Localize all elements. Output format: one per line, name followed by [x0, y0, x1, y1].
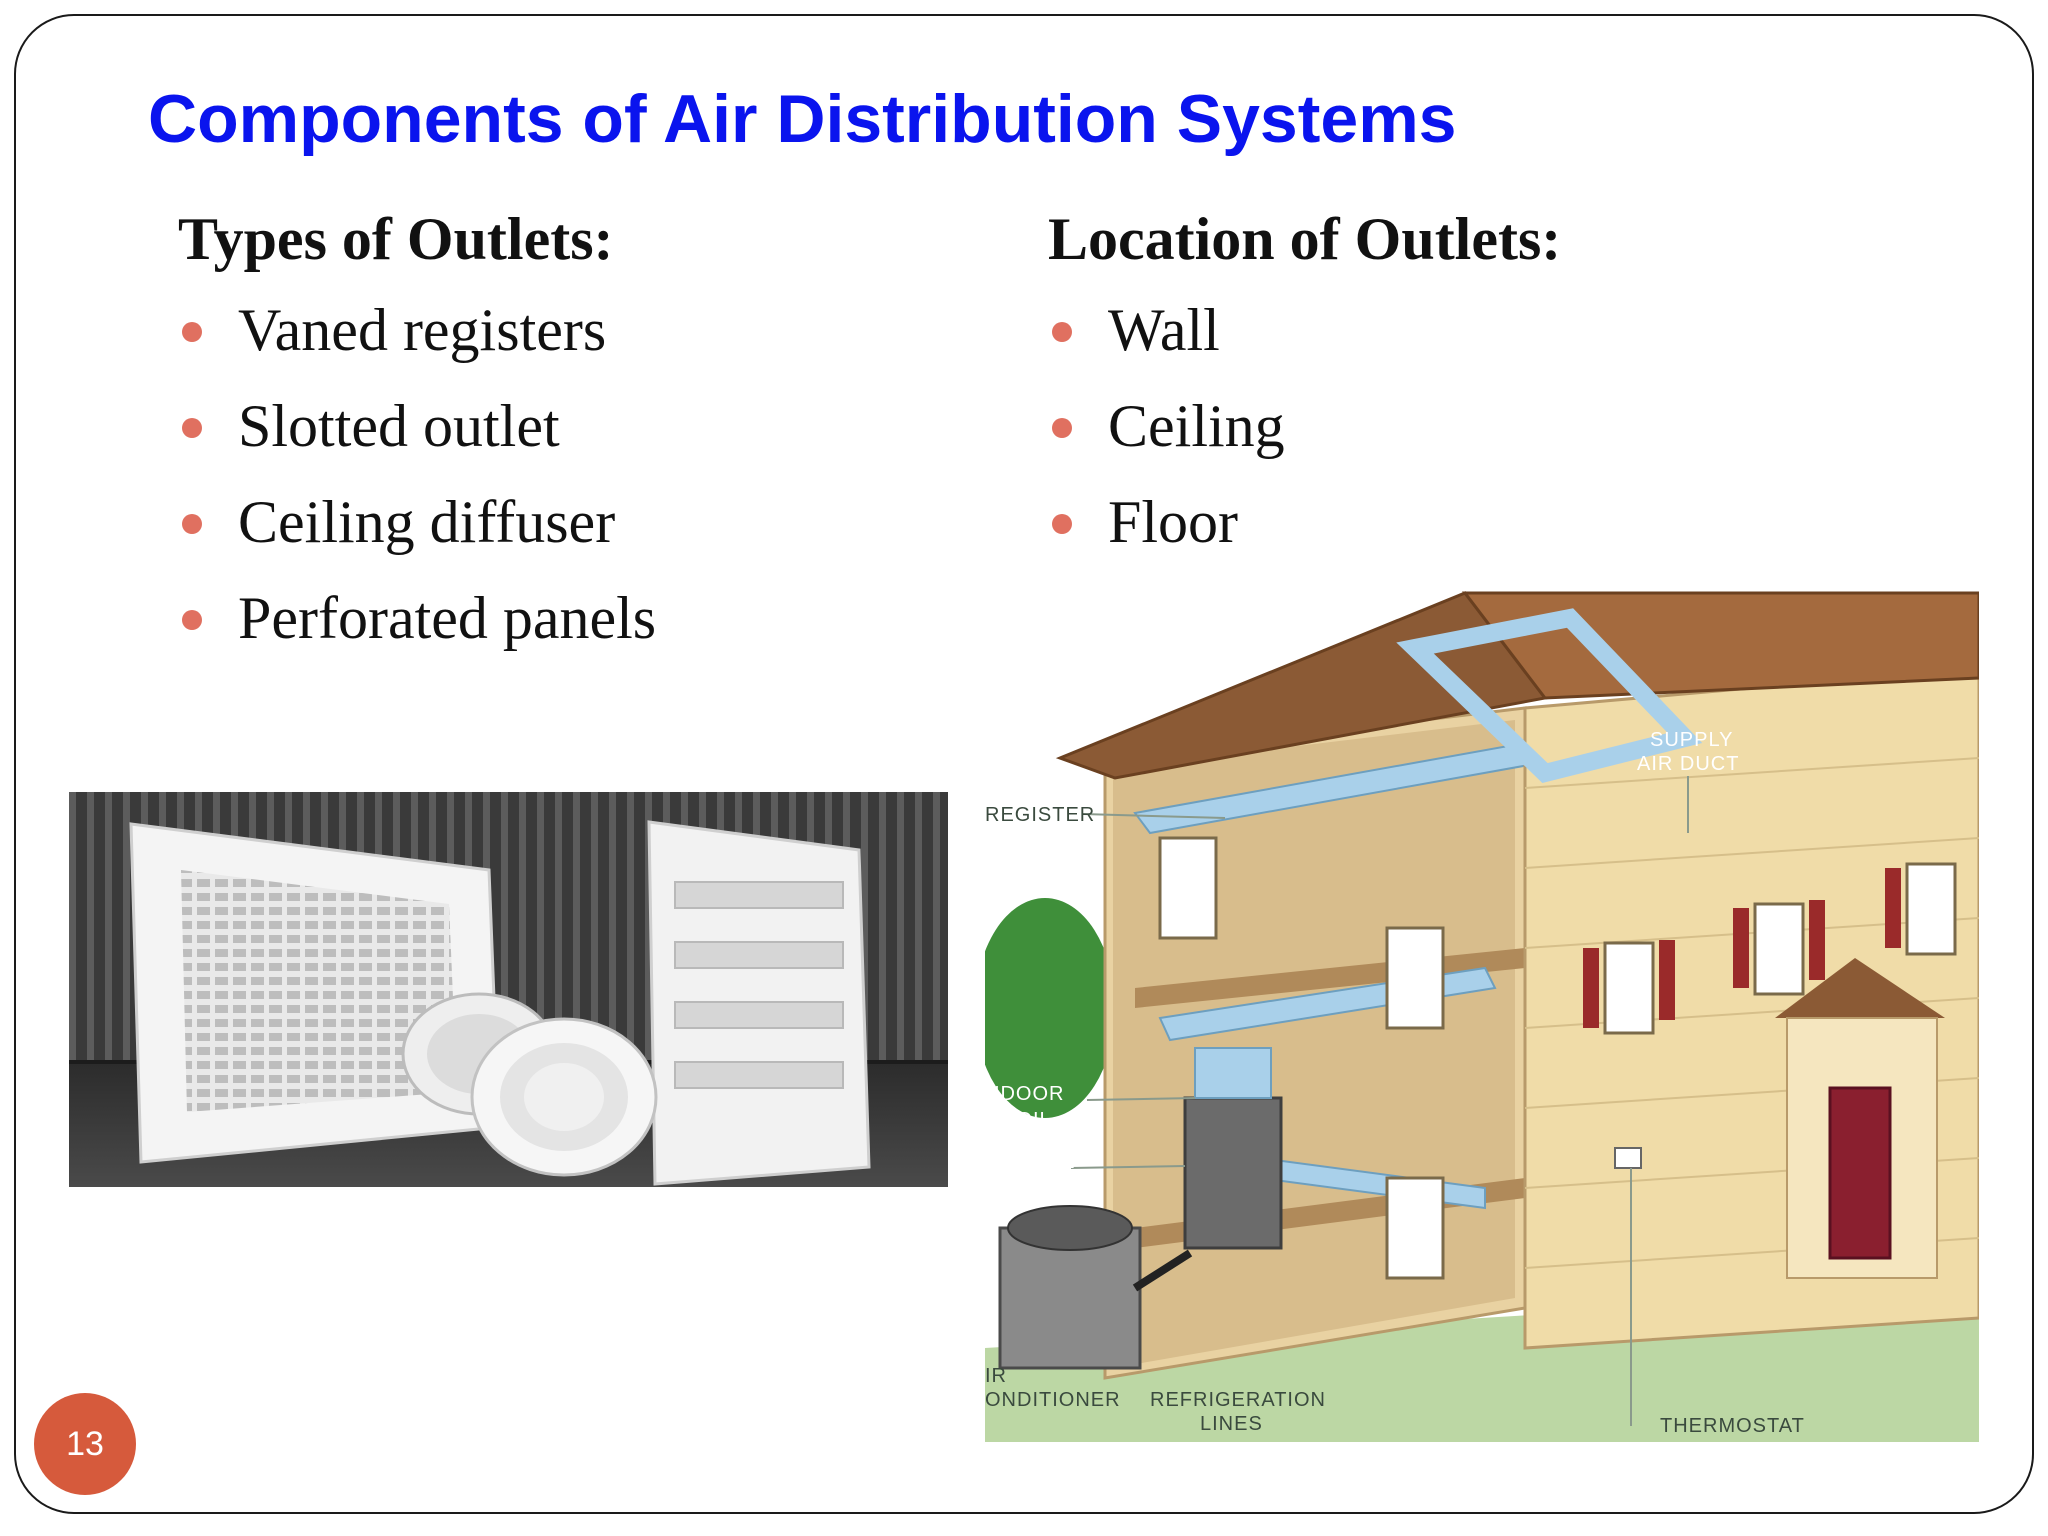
list-item-label: Ceiling	[1108, 393, 1285, 459]
label-supply-air-duct-line2: AIR DUCT	[1637, 753, 1739, 775]
bullet-dot-icon	[182, 610, 202, 630]
list-item-label: Slotted outlet	[238, 393, 560, 459]
list-item-label: Ceiling diffuser	[238, 489, 616, 555]
outlets-photo	[69, 792, 948, 1187]
bullet-dot-icon	[1052, 418, 1072, 438]
label-refrigeration-lines-line2: LINES	[1200, 1413, 1263, 1435]
label-indoor-coil-line2: COIL	[1001, 1109, 1052, 1131]
bullet-dot-icon	[1052, 322, 1072, 342]
list-item-label: Perforated panels	[238, 585, 657, 651]
list-item: Ceiling	[1048, 378, 1561, 474]
types-heading: Types of Outlets:	[178, 206, 614, 272]
slide-title: Components of Air Distribution Systems	[148, 81, 1457, 157]
page-number-badge: 13	[34, 1393, 136, 1495]
label-air-conditioner-line2: ONDITIONER	[985, 1389, 1121, 1411]
list-item: Vaned registers	[178, 282, 656, 378]
list-item-label: Vaned registers	[238, 297, 607, 363]
list-item-label: Wall	[1108, 297, 1220, 363]
house-hvac-illustration: REGISTER SUPPLY AIR DUCT NDOOR COIL URNA…	[985, 588, 1979, 1442]
list-item: Perforated panels	[178, 570, 656, 666]
label-register: REGISTER	[985, 804, 1095, 826]
bullet-dot-icon	[182, 418, 202, 438]
list-item: Slotted outlet	[178, 378, 656, 474]
label-refrigeration-lines-line1: REFRIGERATION	[1150, 1389, 1326, 1411]
list-item: Ceiling diffuser	[178, 474, 656, 570]
bullet-dot-icon	[182, 322, 202, 342]
bullet-dot-icon	[1052, 514, 1072, 534]
label-supply-air-duct-line1: SUPPLY	[1650, 729, 1733, 751]
list-item-label: Floor	[1108, 489, 1239, 555]
label-thermostat: THERMOSTAT	[1660, 1415, 1805, 1437]
location-of-outlets-column: Location of Outlets: Wall Ceiling Floor	[1048, 205, 1561, 570]
label-air-conditioner-line1: IR	[985, 1365, 1007, 1387]
label-furnace: URNACE	[985, 1151, 1075, 1173]
locations-list: Wall Ceiling Floor	[1048, 282, 1561, 570]
bullet-dot-icon	[182, 514, 202, 534]
list-item: Wall	[1048, 282, 1561, 378]
locations-heading: Location of Outlets:	[1048, 206, 1562, 272]
types-list: Vaned registers Slotted outlet Ceiling d…	[178, 282, 656, 666]
types-of-outlets-column: Types of Outlets: Vaned registers Slotte…	[178, 205, 656, 666]
list-item: Floor	[1048, 474, 1561, 570]
label-indoor-coil-line1: NDOOR	[985, 1083, 1064, 1105]
